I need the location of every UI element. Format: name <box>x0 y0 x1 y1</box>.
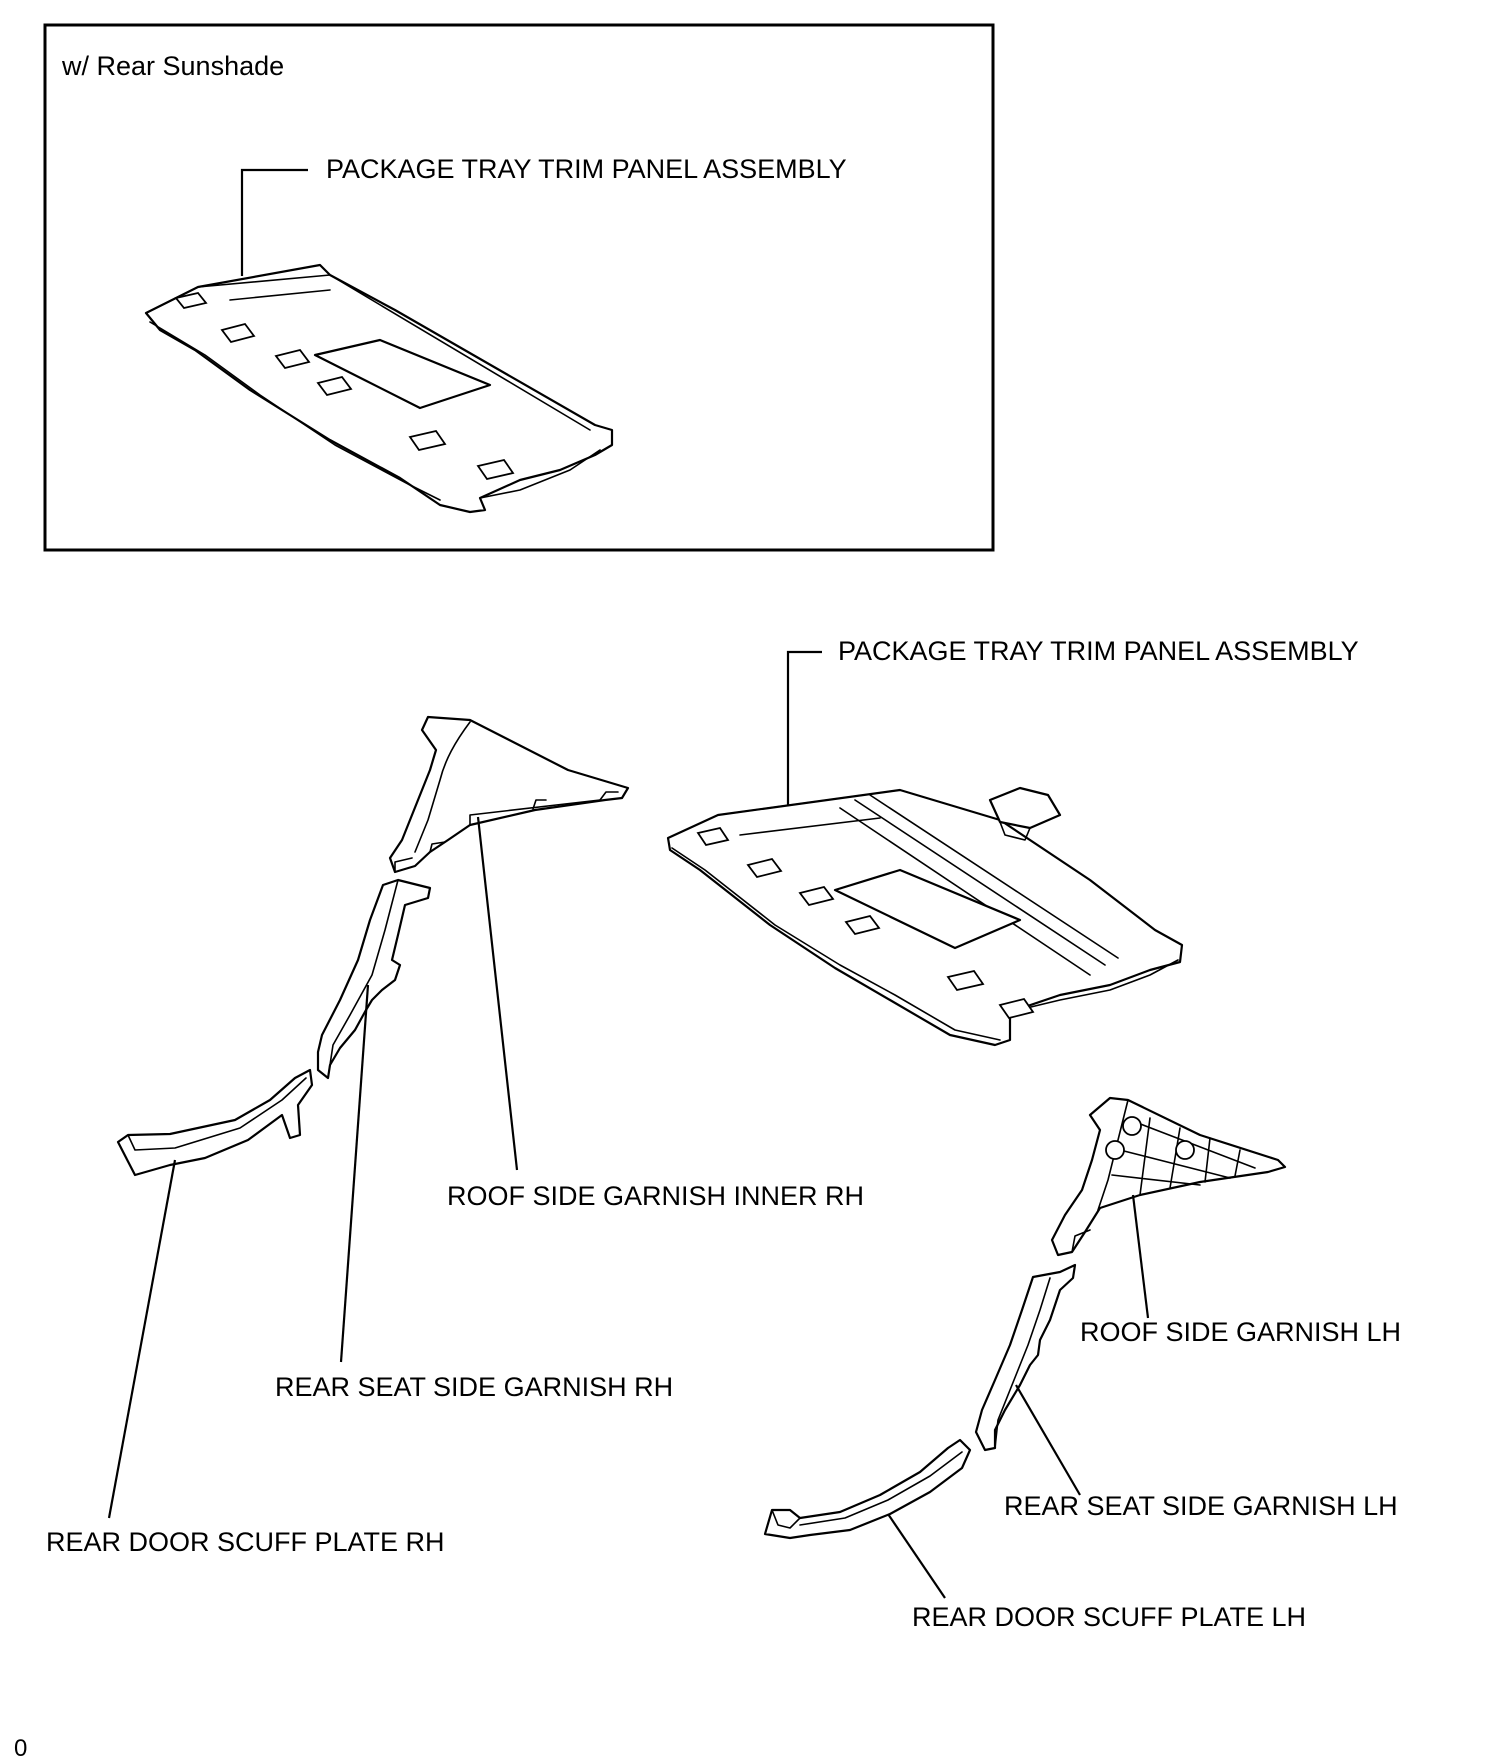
inset-caption: w/ Rear Sunshade <box>61 51 284 81</box>
roof-side-garnish-lh-label: ROOF SIDE GARNISH LH <box>1080 1317 1401 1347</box>
rear-door-scuff-plate-lh-leader <box>887 1513 946 1599</box>
roof-side-garnish-lh: ROOF SIDE GARNISH LH <box>1050 1096 1401 1347</box>
lh-garnish-clip <box>1122 1116 1142 1136</box>
inset-tray-clips <box>174 291 515 481</box>
rear-seat-side-garnish-rh: REAR SEAT SIDE GARNISH RH <box>275 878 673 1402</box>
rear-seat-side-garnish-rh-label: REAR SEAT SIDE GARNISH RH <box>275 1372 673 1402</box>
rear-seat-side-garnish-lh-label: REAR SEAT SIDE GARNISH LH <box>1004 1491 1398 1521</box>
rear-door-scuff-plate-lh: REAR DOOR SCUFF PLATE LH <box>763 1438 1306 1632</box>
rear-seat-side-garnish-rh-leader <box>339 984 370 1363</box>
rear-door-scuff-plate-rh-label: REAR DOOR SCUFF PLATE RH <box>46 1527 445 1557</box>
inset-frame <box>43 23 995 552</box>
lh-garnish-clip <box>1105 1140 1125 1160</box>
roof-side-garnish-inner-rh-leader <box>476 816 519 1171</box>
footer-mark: 0 <box>14 1735 27 1762</box>
roof-side-garnish-inner-rh: ROOF SIDE GARNISH INNER RH <box>388 715 864 1211</box>
rear-seat-side-garnish-lh-leader <box>1015 1384 1081 1496</box>
rear-door-scuff-plate-rh: REAR DOOR SCUFF PLATE RH <box>46 1068 445 1557</box>
inset-package-tray-label: PACKAGE TRAY TRIM PANEL ASSEMBLY <box>326 154 847 184</box>
rear-door-scuff-plate-rh-leader <box>107 1159 177 1519</box>
lh-garnish-clip <box>1175 1140 1195 1160</box>
rear-seat-side-garnish-lh: REAR SEAT SIDE GARNISH LH <box>974 1263 1398 1521</box>
package-tray-label: PACKAGE TRAY TRIM PANEL ASSEMBLY <box>838 636 1359 666</box>
inset-package-tray-leader <box>240 168 308 276</box>
roof-side-garnish-inner-rh-label: ROOF SIDE GARNISH INNER RH <box>447 1181 864 1211</box>
inset-panel: w/ Rear Sunshade PACKAGE TRAY TRIM PANEL… <box>43 23 995 552</box>
rear-door-scuff-plate-lh-label: REAR DOOR SCUFF PLATE LH <box>912 1602 1306 1632</box>
inset-package-tray <box>144 263 614 514</box>
package-tray-clips <box>696 826 1035 1020</box>
package-tray-leader <box>786 650 822 805</box>
package-tray-trim-panel: PACKAGE TRAY TRIM PANEL ASSEMBLY <box>666 636 1359 1047</box>
roof-side-garnish-lh-leader <box>1131 1194 1150 1319</box>
